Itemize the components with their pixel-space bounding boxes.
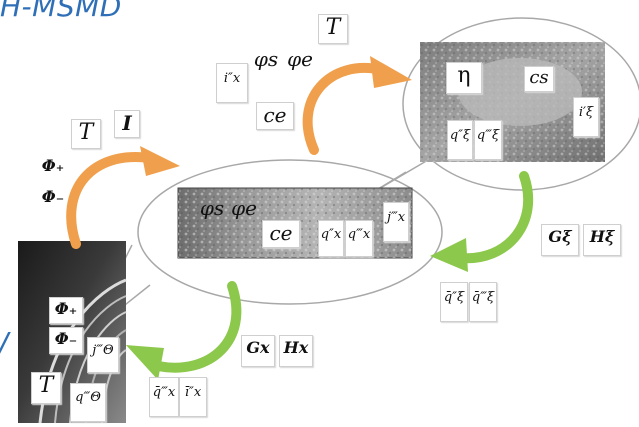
label-T-cell: T (31, 372, 61, 404)
label-i-x-bar: ī″x (179, 377, 207, 417)
label-phi-s-electrode: φs (199, 196, 225, 220)
green-arrow-particle-to-electrode (430, 171, 534, 272)
label-i-x: i″x (216, 63, 248, 103)
label-q-x-bar: q̄‴x (149, 377, 179, 417)
green-arrow-electrode-to-cell (126, 281, 242, 380)
label-j-theta: j‴Θ (87, 337, 119, 373)
label-q-xi-double-prime: q″ξ (447, 120, 473, 160)
label-G-x: Gx (241, 335, 275, 367)
label-T-top-middle: T (318, 14, 348, 44)
label-phi-e-top: φe (287, 47, 313, 71)
diagram-title: H-MSMD (0, 0, 122, 23)
label-phi-plus-cell: Φ₊ (49, 297, 83, 324)
orange-arrow-electrode-to-particle (302, 56, 412, 155)
label-eta: η (446, 62, 482, 94)
label-i-xi: i′ξ (573, 97, 599, 137)
label-q-x-double-prime: q″x (318, 220, 344, 257)
label-phi-s-top: φs (253, 47, 279, 71)
label-q-xi-bar-double-prime: q̄″ξ (440, 282, 468, 322)
label-phi-minus-top-left: Φ₋ (41, 187, 65, 206)
label-c-s: cs (524, 66, 554, 92)
label-phi-plus-top-left: Φ₊ (41, 156, 65, 175)
label-T-top-left: T (71, 119, 101, 149)
label-q-x-triple-prime: q‴x (345, 220, 373, 257)
label-G-xi: Gξ (541, 224, 579, 256)
orange-arrow-cell-to-electrode (66, 146, 180, 249)
label-phi-minus-cell: Φ₋ (49, 327, 83, 354)
label-q-theta: q‴Θ (70, 383, 106, 422)
label-q-xi-bar-triple-prime: q̄‴ξ (469, 282, 497, 322)
label-q-xi-triple-prime: q‴ξ (474, 120, 502, 160)
label-c-e-electrode: ce (262, 220, 300, 248)
label-c-e-top: ce (256, 102, 294, 130)
label-phi-e-electrode: φe (231, 196, 257, 220)
label-H-x: Hx (279, 335, 313, 367)
label-j-x: j‴x (383, 202, 409, 242)
edge-glyph: / (0, 327, 8, 362)
label-I-top-left: I (114, 110, 140, 138)
label-H-xi: Hξ (583, 224, 621, 256)
